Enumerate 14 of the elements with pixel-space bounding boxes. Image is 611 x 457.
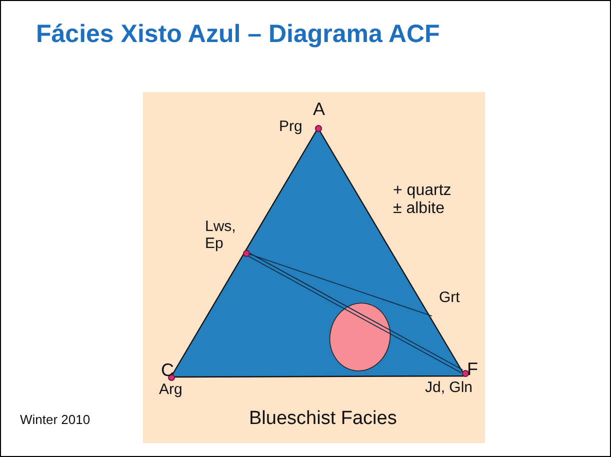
mineral-label: Jd, Gln (425, 380, 473, 395)
mineral-label: Lws, Ep (205, 219, 237, 252)
mineral-label: Prg (279, 119, 302, 134)
mineral-label: Grt (439, 290, 460, 305)
vertex-label: A (313, 100, 326, 118)
note: + quartz (393, 183, 452, 199)
vertex-label: F (467, 360, 478, 378)
source-note: Winter 2010 (20, 413, 90, 426)
slide-title: Fácies Xisto Azul – Diagrama ACF (36, 22, 440, 47)
vertex-label: C (161, 361, 174, 379)
note: ± albite (393, 201, 444, 217)
tie-line (248, 254, 432, 316)
diagram-caption: Blueschist Facies (249, 409, 397, 428)
mineral-label: Arg (159, 382, 182, 397)
